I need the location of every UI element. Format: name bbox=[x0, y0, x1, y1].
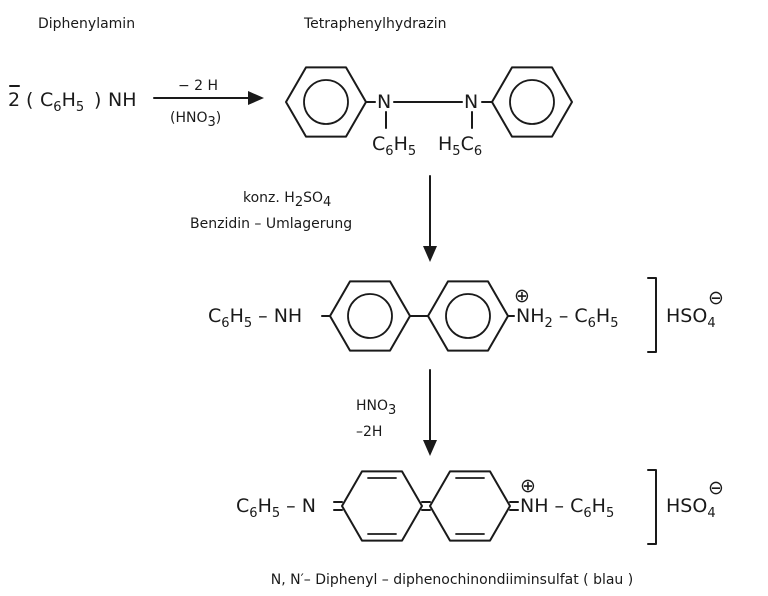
benzidine-ring-left bbox=[329, 280, 411, 352]
product-name: N, N′– Diphenyl – diphenochinondiiminsul… bbox=[271, 572, 633, 588]
reagent-hno3-lower: HNO3 bbox=[356, 398, 396, 418]
close-parenthesis: ) bbox=[94, 89, 101, 111]
tetraphenylhydrazine-structure: N N C6H5 H5C6 bbox=[285, 66, 573, 159]
open-parenthesis: ( bbox=[26, 89, 33, 111]
diphenoquinone-diiminium-structure: C6H5 – N ⊕ NH – C6H5 HSO4 ⊖ bbox=[236, 469, 724, 545]
reagent-konz-h2so4: konz. H2SO4 bbox=[243, 190, 331, 210]
tetraphenylhydrazin-header: Tetraphenylhydrazin bbox=[303, 16, 447, 32]
reagent-hno3-top: (HNO3) bbox=[170, 110, 221, 130]
quinoid-bracket bbox=[647, 469, 657, 545]
quinoid-anion-charge: ⊖ bbox=[708, 477, 724, 499]
reactant-coefficient: 2 bbox=[8, 89, 20, 111]
reagent-benzidin-umlagerung: Benzidin – Umlagerung bbox=[190, 216, 352, 232]
oxidation-arrow-2: HNO3 –2H bbox=[356, 369, 437, 456]
benzidine-ring-right bbox=[427, 280, 509, 352]
benzidine-charge: ⊕ bbox=[514, 285, 530, 307]
reactant-nh: NH bbox=[108, 89, 137, 111]
hydrazine-left-ring bbox=[285, 66, 367, 138]
oxidation-arrow-1: − 2 H (HNO3) bbox=[153, 78, 264, 130]
benzidine-left-group: C6H5 – NH bbox=[208, 305, 302, 331]
hydrazine-n-left: N bbox=[377, 91, 391, 113]
hydrazine-right-ring bbox=[491, 66, 573, 138]
quinoid-left-group: C6H5 – N bbox=[236, 495, 316, 521]
benzidine-bracket bbox=[647, 277, 657, 353]
benzidine-salt-structure: C6H5 – NH ⊕ NH2 – C6H5 HSO4 ⊖ bbox=[208, 277, 724, 353]
benzidine-anion-charge: ⊖ bbox=[708, 287, 724, 309]
hydrazine-substituent-left: C6H5 bbox=[372, 133, 416, 159]
quinoid-ring-right bbox=[429, 470, 511, 542]
reactant-phenyl: C6H5 bbox=[40, 89, 84, 115]
reagent-minus-2h-top: − 2 H bbox=[178, 78, 218, 94]
hydrazine-substituent-right: H5C6 bbox=[438, 133, 482, 159]
quinoid-charge: ⊕ bbox=[520, 475, 536, 497]
benzidine-right-group: NH2 – C6H5 bbox=[516, 305, 619, 331]
rearrangement-arrow: konz. H2SO4 Benzidin – Umlagerung bbox=[190, 175, 437, 262]
reagent-minus-2h-lower: –2H bbox=[356, 424, 382, 440]
diphenylamine-formula: 2 ( C6H5 ) NH bbox=[8, 85, 137, 115]
quinoid-right-group: NH – C6H5 bbox=[520, 495, 614, 521]
hydrazine-n-right: N bbox=[464, 91, 478, 113]
quinoid-ring-left bbox=[341, 470, 423, 542]
diphenylamin-header: Diphenylamin bbox=[38, 16, 135, 32]
